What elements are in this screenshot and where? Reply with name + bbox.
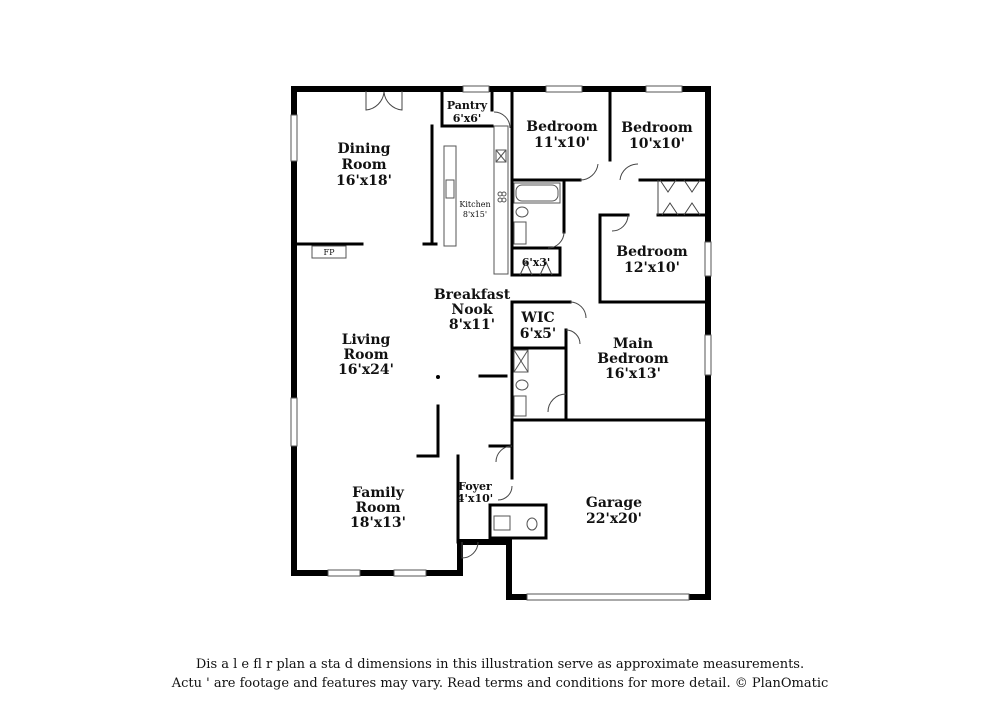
garage-name: Garage: [586, 495, 642, 511]
main-bedroom-name-1: Main: [613, 336, 653, 352]
breakfast-name-1: Breakfast: [434, 287, 511, 303]
bath-fixtures: [493, 182, 561, 531]
family-size: 18'x13': [350, 515, 406, 531]
main-bedroom-size: 16'x13': [605, 366, 661, 382]
breakfast-name-2: Nook: [451, 302, 492, 318]
bedroom-2-size: 10'x10': [629, 136, 685, 152]
doors: [365, 91, 701, 559]
fireplace-label: FP: [324, 248, 336, 257]
breakfast-size: 8'x11': [449, 317, 495, 333]
dining-name-2: Room: [341, 157, 386, 173]
marker-dot: [436, 375, 440, 379]
bedroom-2-name: Bedroom: [621, 120, 693, 136]
family-name-1: Family: [352, 485, 405, 501]
windows: [290, 85, 712, 601]
disclaimer-line-2: Actu ' are footage and features may vary…: [171, 676, 829, 691]
floor-plan: FP Pantry 6'x6' Bedroom 11'x10' Bedroom …: [290, 85, 712, 601]
pantry-name: Pantry: [447, 99, 488, 112]
family-name-2: Room: [355, 500, 400, 516]
foyer-name: Foyer: [458, 480, 492, 493]
main-bedroom-name-2: Bedroom: [597, 351, 669, 367]
bedroom-3-name: Bedroom: [616, 244, 688, 260]
bedroom-1-name: Bedroom: [526, 119, 598, 135]
kitchen-size: 8'x15': [463, 210, 487, 219]
room-labels: Pantry 6'x6' Bedroom 11'x10' Bedroom 10'…: [336, 99, 693, 531]
disclaimer-line-1: Dis a l e fl r plan a sta d dimensions i…: [195, 657, 805, 672]
garage-size: 22'x20': [586, 511, 642, 527]
wic-name: WIC: [520, 310, 554, 326]
wic-size: 6'x5': [520, 326, 556, 342]
dining-name-1: Dining: [338, 141, 391, 157]
kitchen-name: Kitchen: [459, 200, 490, 209]
living-size: 16'x24': [338, 362, 394, 378]
interior-walls: [294, 87, 708, 544]
bedroom-3-size: 12'x10': [624, 260, 680, 276]
living-name-1: Living: [342, 332, 391, 348]
foyer-size: 4'x10': [457, 492, 493, 505]
bedroom-1-size: 11'x10': [534, 135, 590, 151]
kitchen-counters: [443, 125, 509, 275]
fireplace: FP: [311, 245, 347, 259]
pantry-size: 6'x6': [453, 112, 482, 125]
bath-upper-size: 6'x3': [522, 256, 551, 269]
dining-size: 16'x18': [336, 173, 392, 189]
living-name-2: Room: [343, 347, 388, 363]
